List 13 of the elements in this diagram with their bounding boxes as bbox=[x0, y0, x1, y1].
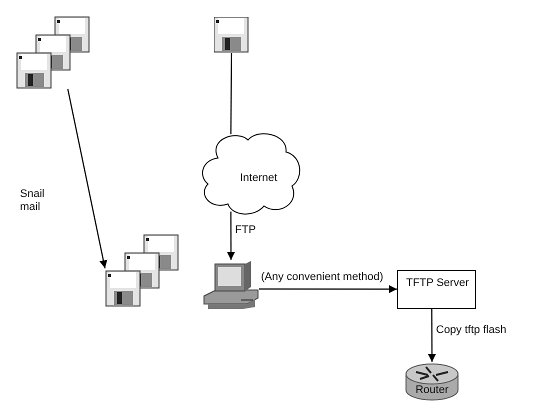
cloud-label: Internet bbox=[240, 172, 278, 184]
arrow bbox=[67, 88, 108, 268]
router-label: Router bbox=[414, 384, 450, 396]
server-box bbox=[397, 270, 476, 309]
node-label: TFTP Server bbox=[406, 277, 469, 291]
floppy-disks-drawing bbox=[105, 234, 179, 307]
arrow bbox=[259, 285, 397, 294]
computer-icon bbox=[203, 260, 259, 310]
edge-label: Copy tftp flash bbox=[436, 324, 506, 337]
floppy-disks-drawing bbox=[16, 16, 90, 89]
edge-label: (Any convenient method) bbox=[261, 271, 384, 284]
arrow bbox=[226, 212, 235, 260]
arrow bbox=[428, 309, 436, 362]
